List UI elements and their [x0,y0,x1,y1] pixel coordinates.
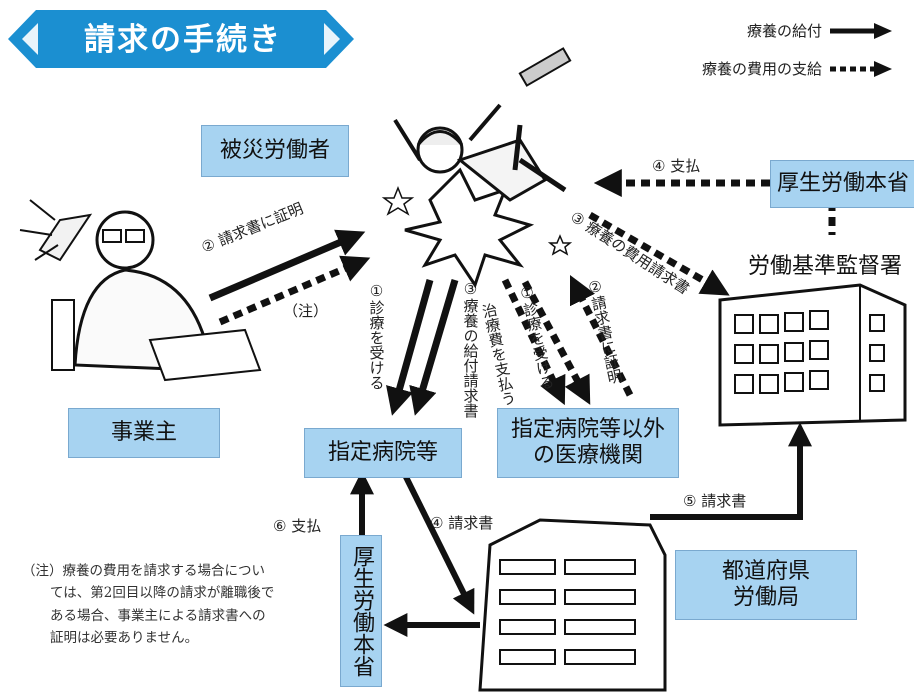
legend-benefit-label: 療養の給付 [746,22,822,40]
page-title: 請求の手続き [84,22,282,58]
footnote-line4: 証明は必要ありません。 [50,629,199,646]
title-banner: 請求の手続き [8,10,354,68]
designated-hospital-box: 指定病院等 [304,428,462,478]
footnote-line3: ある場合、事業主による請求書への [50,607,266,624]
injured-worker-box: 被災労働者 [201,125,349,177]
mhlw-box: 厚生労働本省 [770,160,914,208]
label-payment-top: ④ 支払 [652,157,701,175]
prefecture-building [478,518,667,692]
label-employer-note: （注） [283,302,329,320]
label-hospital-claim: ④ 請求書 [430,514,494,532]
label-payment-bottom: ⑥ 支払 [273,517,322,535]
label-prefecture-claim: ⑤ 請求書 [683,492,747,510]
solid-arrow-icon [830,22,892,39]
label-receive-treatment: ①診療を受ける [367,282,386,390]
legend-cost-label: 療養の費用の支給 [701,60,822,78]
label-benefit-claim: ③療養の給付請求書 [461,280,480,418]
employer-box: 事業主 [68,408,220,458]
other-medical-box: 指定病院等以外 の医療機関 [497,408,679,478]
prefecture-line2: 労働局 [732,585,799,610]
footnote-line1: （注）療養の費用を請求する場合につい [22,563,265,579]
prefecture-line1: 都道府県 [721,558,810,584]
banner-shape [8,10,354,68]
legend-cost: 療養の費用の支給 [702,58,892,79]
other-medical-line1: 指定病院等以外 [510,416,665,442]
legend-benefit: 療養の給付 [747,20,892,41]
prefecture-bureau-box: 都道府県 労働局 [675,550,857,620]
other-medical-line2: の医療機関 [532,443,643,468]
labor-office-building [718,283,907,427]
employer-illustration [19,199,262,382]
mhlw-vertical-box: 厚生労働本省 [340,535,382,687]
footnote: （注）療養の費用を請求する場合につい ては、第2回目以降の請求が離職後で ある場… [22,560,322,649]
dotted-arrow-icon [830,60,892,77]
footnote-line2: ては、第2回目以降の請求が離職後で [50,585,275,602]
labor-office-label: 労働基準監督署 [748,254,903,279]
injured-worker-illustration [381,47,573,289]
